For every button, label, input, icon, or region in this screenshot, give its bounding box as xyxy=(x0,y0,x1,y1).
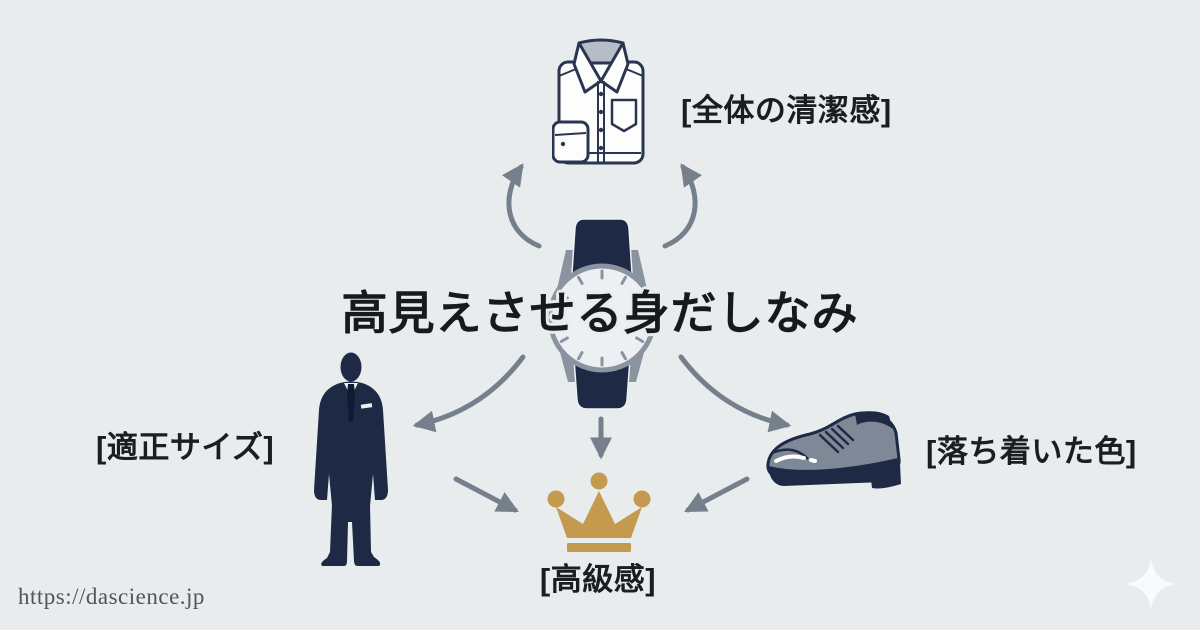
shirt-collar-right xyxy=(599,41,630,94)
arrow-shoe-to-crown xyxy=(684,476,750,513)
arrow-watch-to-shoe xyxy=(678,354,792,433)
dress-shirt-icon xyxy=(552,38,645,165)
arrow-watch-to-man xyxy=(412,354,526,433)
wristwatch-icon xyxy=(547,218,657,410)
shirt-cuff xyxy=(552,120,590,164)
sparkle-icon xyxy=(1127,557,1175,611)
suit-man-icon xyxy=(314,352,388,566)
watch-ticks xyxy=(553,269,651,367)
label-cleanliness: [全体の清潔感] xyxy=(681,93,892,128)
watch-face xyxy=(547,263,657,373)
man-pocket-square xyxy=(360,403,373,409)
page-title: 高見えさせる身だしなみ xyxy=(341,287,859,339)
man-tie xyxy=(347,384,355,422)
shirt-pocket xyxy=(610,98,638,133)
crown-icon xyxy=(547,472,651,552)
site-url: https://dascience.jp xyxy=(18,584,205,609)
arrow-man-to-crown xyxy=(453,476,519,513)
arrow-watch-to-shirt-right xyxy=(662,163,703,249)
connector-arrows xyxy=(412,163,792,513)
shoe-shine xyxy=(774,454,806,463)
label-color: [落ち着いた色] xyxy=(926,434,1137,469)
man-jacket xyxy=(314,381,388,506)
label-luxury: [高級感] xyxy=(539,562,657,597)
shoe-laces xyxy=(818,424,855,454)
dress-shoe-icon xyxy=(766,411,901,489)
arrow-watch-to-shirt-left xyxy=(501,163,542,249)
man-legs xyxy=(321,504,381,566)
shoe-sole xyxy=(768,458,901,486)
label-size: [適正サイズ] xyxy=(96,430,275,465)
shoe-opening xyxy=(855,411,893,429)
shoe-heel xyxy=(870,464,901,489)
shirt-collar-left xyxy=(572,41,603,94)
